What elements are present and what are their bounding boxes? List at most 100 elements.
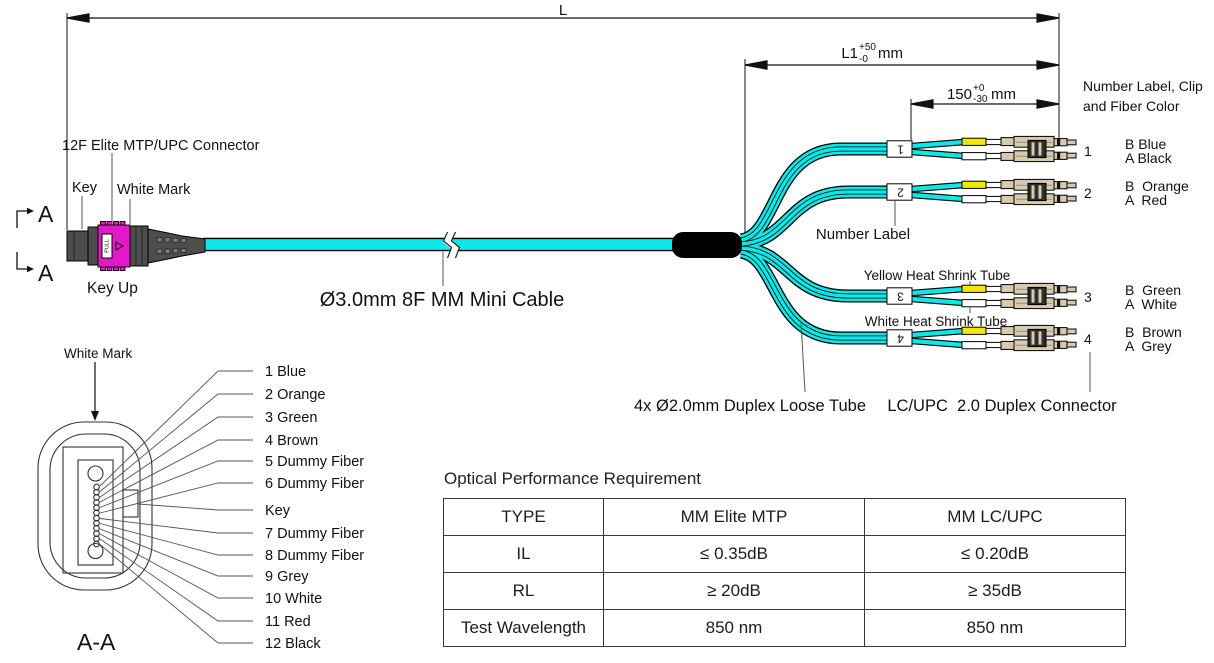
leg-number-label-2: 2 xyxy=(897,186,904,200)
number-label-callout: Number Label xyxy=(816,226,910,243)
leg-number-label-3: 3 xyxy=(897,290,904,304)
table-cell: 850 nm xyxy=(603,609,865,647)
dimension-L xyxy=(66,13,1060,230)
dimension-L1 xyxy=(744,59,1060,236)
svg-text:3 Green: 3 Green xyxy=(265,410,317,426)
svg-text:+50: +50 xyxy=(859,42,876,53)
mtp-connector: PULL xyxy=(66,221,206,271)
leader-lines xyxy=(81,153,1091,393)
dim-L-label: L xyxy=(559,2,567,19)
table-cell: ≥ 35dB xyxy=(864,572,1126,610)
mtp-boot xyxy=(147,228,206,264)
svg-text:10 White: 10 White xyxy=(265,591,322,607)
guide-pin-hole-bottom xyxy=(87,542,104,560)
svg-text:1 Blue: 1 Blue xyxy=(265,364,306,380)
dimension-150 xyxy=(910,99,1060,140)
svg-text:-30: -30 xyxy=(973,94,988,105)
svg-text:Key: Key xyxy=(265,503,291,519)
fiber-labels: 1 Blue 2 Orange 3 Green 4 Brown 5 Dummy … xyxy=(265,364,364,652)
loose-tube-label: 4x Ø2.0mm Duplex Loose Tube xyxy=(634,397,866,415)
fiber-leader-lines xyxy=(99,370,253,644)
svg-text:150: 150 xyxy=(947,86,972,103)
table-title: Optical Performance Requirement xyxy=(444,469,702,488)
yellow-hst-label: Yellow Heat Shrink Tube xyxy=(864,268,1011,283)
svg-text:2 Orange: 2 Orange xyxy=(265,387,325,403)
mini-cable xyxy=(203,230,676,260)
svg-text:A White: A White xyxy=(1125,296,1177,312)
svg-text:1: 1 xyxy=(1084,143,1092,159)
section-view-A-A: White Mark xyxy=(37,346,364,655)
lc-connector-label: LC/UPC 2.0 Duplex Connector xyxy=(887,397,1117,415)
section-cut-marker-bottom: A xyxy=(16,252,54,286)
key-up-label: Key Up xyxy=(87,280,138,297)
lc-duplex-connector-4 xyxy=(887,325,1076,350)
svg-text:A Red: A Red xyxy=(1125,192,1167,208)
svg-text:B Brown: B Brown xyxy=(1125,324,1182,340)
table-row: RL ≥ 20dB ≥ 35dB xyxy=(443,572,1126,610)
cable-break-gap xyxy=(442,230,460,260)
svg-text:12 Black: 12 Black xyxy=(265,636,321,652)
furcation-body xyxy=(672,232,742,258)
dim-L1-label: L1 +50 -0 mm xyxy=(841,42,903,65)
mtp-pull-tab xyxy=(101,233,113,259)
white-mark-label: White Mark xyxy=(117,182,191,198)
table-header-cell: MM Elite MTP xyxy=(603,498,865,536)
table-row: Test Wavelength 850 nm 850 nm xyxy=(443,609,1126,647)
lc-duplex-connector-1 xyxy=(887,136,1076,161)
mtp-connector-label: 12F Elite MTP/UPC Connector xyxy=(62,138,260,154)
svg-text:7 Dummy Fiber: 7 Dummy Fiber xyxy=(265,526,364,542)
svg-text:A: A xyxy=(38,260,54,286)
breakout-legs xyxy=(741,149,889,338)
table-header-cell: TYPE xyxy=(443,498,604,536)
lc-duplex-connector-2 xyxy=(887,179,1076,204)
lc-duplex-connector-3 xyxy=(887,283,1076,308)
svg-text:B Green: B Green xyxy=(1125,282,1181,298)
section-white-mark-label: White Mark xyxy=(64,346,133,361)
table-header-cell: MM LC/UPC xyxy=(864,498,1126,536)
section-title: A-A xyxy=(77,629,116,655)
svg-text:11 Red: 11 Red xyxy=(265,614,311,630)
white-hst-label: White Heat Shrink Tube xyxy=(865,314,1008,329)
svg-text:5 Dummy Fiber: 5 Dummy Fiber xyxy=(265,454,364,470)
legend-line1: Number Label, Clip xyxy=(1083,78,1203,94)
table-cell: ≤ 0.20dB xyxy=(864,535,1126,573)
svg-text:mm: mm xyxy=(878,45,903,62)
svg-text:mm: mm xyxy=(991,86,1016,103)
table-header-row: TYPE MM Elite MTP MM LC/UPC xyxy=(443,498,1126,536)
table-cell: 850 nm xyxy=(864,609,1126,647)
svg-text:4 Brown: 4 Brown xyxy=(265,433,318,449)
leg-number-label-1: 1 xyxy=(897,143,904,157)
svg-text:A Black: A Black xyxy=(1125,150,1173,166)
optical-performance-table: TYPE MM Elite MTP MM LC/UPC IL ≤ 0.35dB … xyxy=(443,498,1126,647)
leg-number-label-4: 4 xyxy=(897,332,904,346)
svg-text:9 Grey: 9 Grey xyxy=(265,569,309,585)
svg-text:L1: L1 xyxy=(841,45,858,62)
table-cell: RL xyxy=(443,572,604,610)
dim-150-label: 150 +0 -30 mm xyxy=(947,83,1016,105)
table-cell: IL xyxy=(443,535,604,573)
table-cell: Test Wavelength xyxy=(443,609,604,647)
svg-text:B Orange: B Orange xyxy=(1125,178,1189,194)
legend-line2: and Fiber Color xyxy=(1083,98,1180,114)
leg-annotations: 1 B Blue A Black 2 B Orange A Red 3 B Gr… xyxy=(1084,136,1189,354)
cable-size-label: Ø3.0mm 8F MM Mini Cable xyxy=(320,289,565,311)
mtp-pull-text: PULL xyxy=(104,239,110,253)
table-cell: ≥ 20dB xyxy=(603,572,865,610)
svg-text:+0: +0 xyxy=(973,83,985,94)
svg-text:A Grey: A Grey xyxy=(1125,338,1172,354)
svg-text:4: 4 xyxy=(1084,331,1092,347)
guide-pin-hole-top xyxy=(87,465,104,482)
cable-break-mark xyxy=(442,231,453,259)
key-label: Key xyxy=(72,180,98,196)
svg-text:2: 2 xyxy=(1084,185,1092,201)
table-cell: ≤ 0.35dB xyxy=(603,535,865,573)
svg-text:8 Dummy Fiber: 8 Dummy Fiber xyxy=(265,548,364,564)
section-cut-marker-top: A xyxy=(16,201,54,228)
svg-text:3: 3 xyxy=(1084,289,1092,305)
table-row: IL ≤ 0.35dB ≤ 0.20dB xyxy=(443,535,1126,573)
svg-text:6 Dummy Fiber: 6 Dummy Fiber xyxy=(265,476,364,492)
svg-text:B Blue: B Blue xyxy=(1125,136,1166,152)
svg-text:-0: -0 xyxy=(859,54,868,65)
